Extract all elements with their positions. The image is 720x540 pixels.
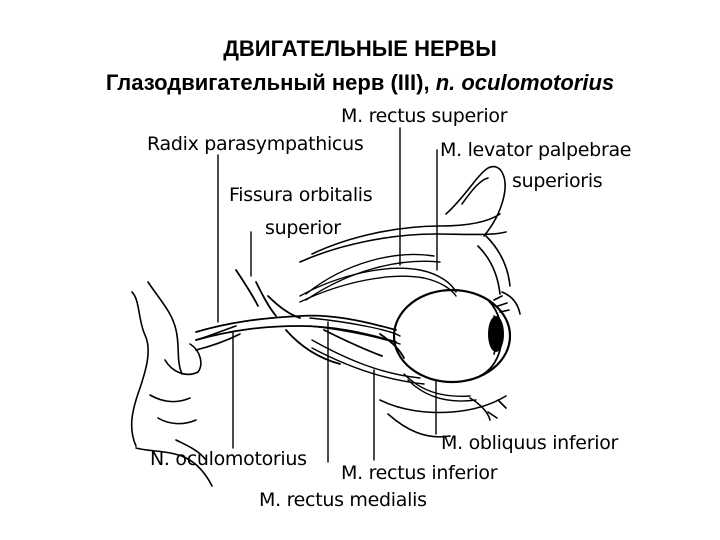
label-fissura-superior: superior bbox=[265, 217, 341, 239]
label-levator-palpebrae: M. levator palpebrae bbox=[440, 139, 632, 161]
leader-lines bbox=[217, 127, 438, 463]
eyeball bbox=[392, 288, 512, 384]
label-rectus-superior: M. rectus superior bbox=[341, 105, 508, 127]
skull-bone-outline bbox=[130, 281, 241, 487]
orbit-roof bbox=[299, 165, 521, 315]
page-title: ДВИГАТЕЛЬНЫЕ НЕРВЫ bbox=[223, 36, 497, 61]
orbit-floor bbox=[379, 395, 507, 438]
nerve-trunk bbox=[195, 269, 405, 365]
label-levator-superioris: superioris bbox=[512, 170, 603, 192]
subtitle-latin: n. oculomotorius bbox=[435, 70, 615, 95]
page-subtitle: Глазодвигательный нерв (III), n. oculomo… bbox=[0, 70, 720, 96]
extraocular-muscles bbox=[299, 253, 477, 402]
subtitle-main: Глазодвигательный нерв (III), bbox=[105, 70, 436, 95]
label-fissura-orbitalis: Fissura orbitalis bbox=[229, 184, 373, 206]
label-rectus-medialis: M. rectus medialis bbox=[259, 489, 427, 511]
label-radix-parasympathicus: Radix parasympathicus bbox=[147, 133, 364, 155]
label-rectus-inferior: M. rectus inferior bbox=[341, 462, 498, 484]
label-n-oculomotorius: N. oculomotorius bbox=[150, 448, 307, 470]
label-obliquus-inferior: M. obliquus inferior bbox=[441, 432, 619, 454]
